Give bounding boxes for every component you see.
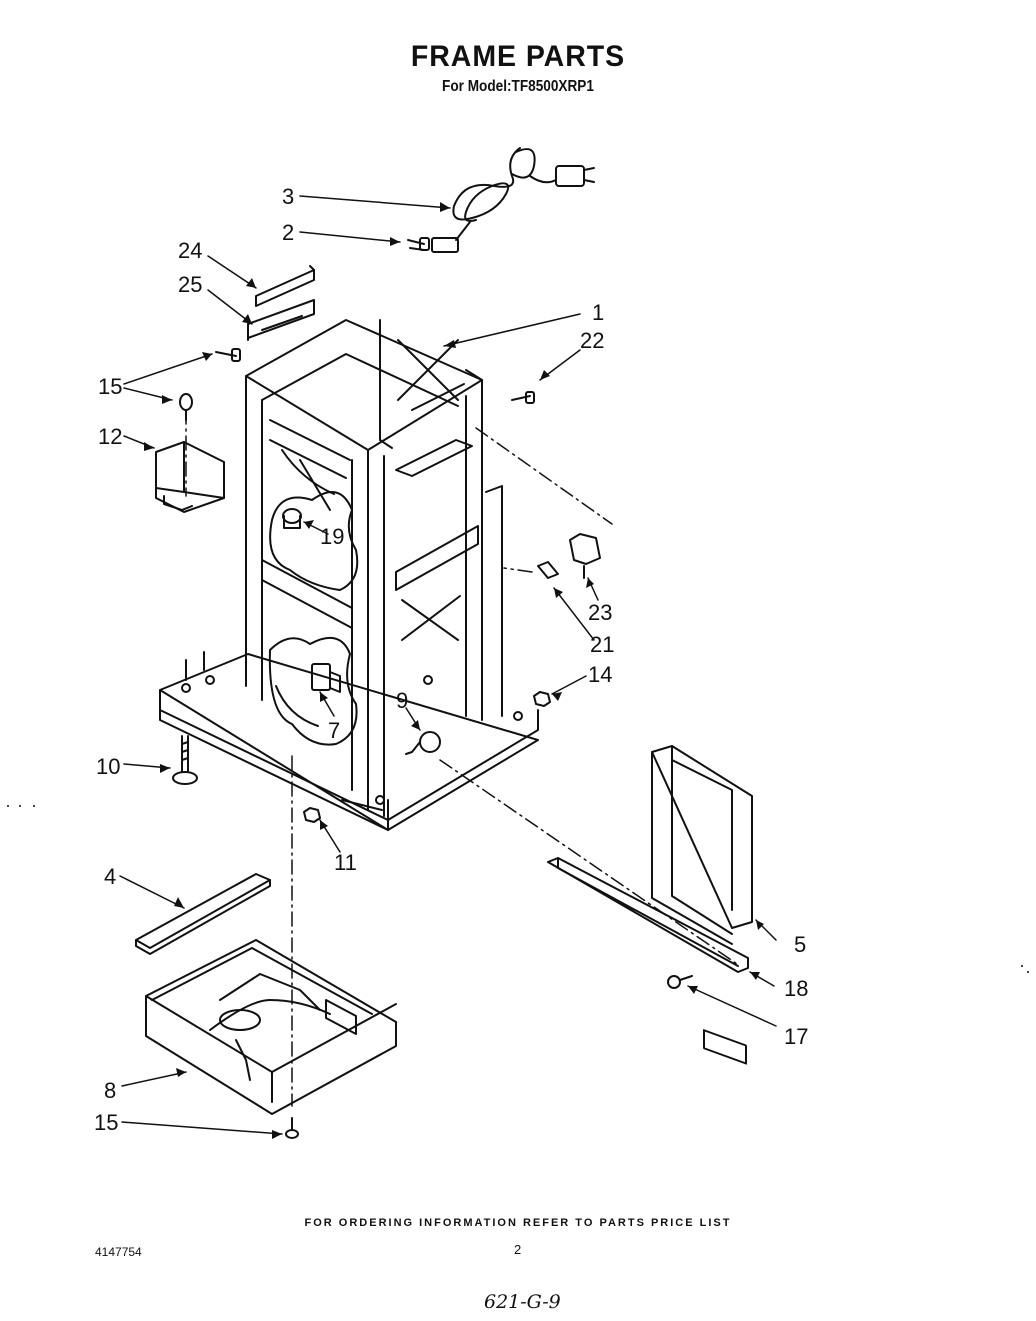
nut-part-11: [303, 807, 321, 823]
strip-part-4: [135, 873, 271, 955]
callout-7: 7: [328, 718, 340, 743]
callout-5: 5: [794, 932, 806, 957]
power-cord-part: [431, 147, 595, 253]
callout-3: 3: [282, 184, 294, 209]
callout-24: 24: [178, 238, 202, 263]
callout-1: 1: [592, 300, 604, 325]
screw-part-2: [407, 237, 430, 251]
callout-17: 17: [784, 1024, 808, 1049]
callout-14: 14: [588, 662, 612, 687]
handwritten-note: 621-G-9: [484, 1291, 561, 1313]
door-part-5: [651, 745, 753, 1065]
callout-4: 4: [104, 864, 116, 889]
scan-edge-marks: [7, 805, 1029, 973]
ordering-note: FOR ORDERING INFORMATION REFER TO PARTS …: [304, 1217, 732, 1229]
base-plate: [159, 651, 539, 831]
main-frame-part-1: [245, 319, 503, 817]
cover-part-12: [155, 441, 225, 513]
arrowheads: [144, 202, 764, 1139]
crumb-tray-part-8: [145, 939, 397, 1115]
page-title: FRAME PARTS: [410, 40, 626, 73]
page-number: 2: [514, 1242, 522, 1257]
hinge-rail: [547, 857, 749, 973]
document-number: 4147754: [95, 1245, 142, 1259]
screw-part-15-bottom: [285, 1117, 299, 1139]
callout-22: 22: [580, 328, 604, 353]
callout-18: 18: [784, 976, 808, 1001]
callout-labels: 3 2 24 25 1 22 15 12 19 23 21 14 9 7 10 …: [94, 184, 808, 1135]
callout-15-bottom: 15: [94, 1110, 118, 1135]
callout-12: 12: [98, 424, 122, 449]
callout-15-top: 15: [98, 374, 122, 399]
bracket-part-25: [247, 299, 315, 341]
bracket-part-24: [255, 265, 315, 307]
callout-8: 8: [104, 1078, 116, 1103]
model-subtitle: For Model:TF8500XRP1: [442, 78, 594, 95]
callout-2: 2: [282, 220, 294, 245]
thermostat-part-9: [405, 731, 441, 755]
callout-19: 19: [320, 524, 344, 549]
callout-11: 11: [334, 850, 357, 875]
callout-25: 25: [178, 272, 202, 297]
clip-part-21: [537, 561, 559, 579]
nut-part-14: [533, 691, 551, 707]
screw-part-17: [667, 975, 693, 989]
assembly-center-lines: [185, 409, 741, 1107]
callout-10: 10: [96, 754, 120, 779]
callout-9: 9: [396, 688, 408, 713]
switch-part-7: [311, 663, 341, 693]
switch-part-19: [282, 508, 302, 529]
fuse-part-23: [569, 533, 601, 579]
callout-21: 21: [590, 632, 614, 657]
foot-part-10: [172, 735, 198, 785]
callout-23: 23: [588, 600, 612, 625]
leader-lines: [119, 195, 777, 1135]
